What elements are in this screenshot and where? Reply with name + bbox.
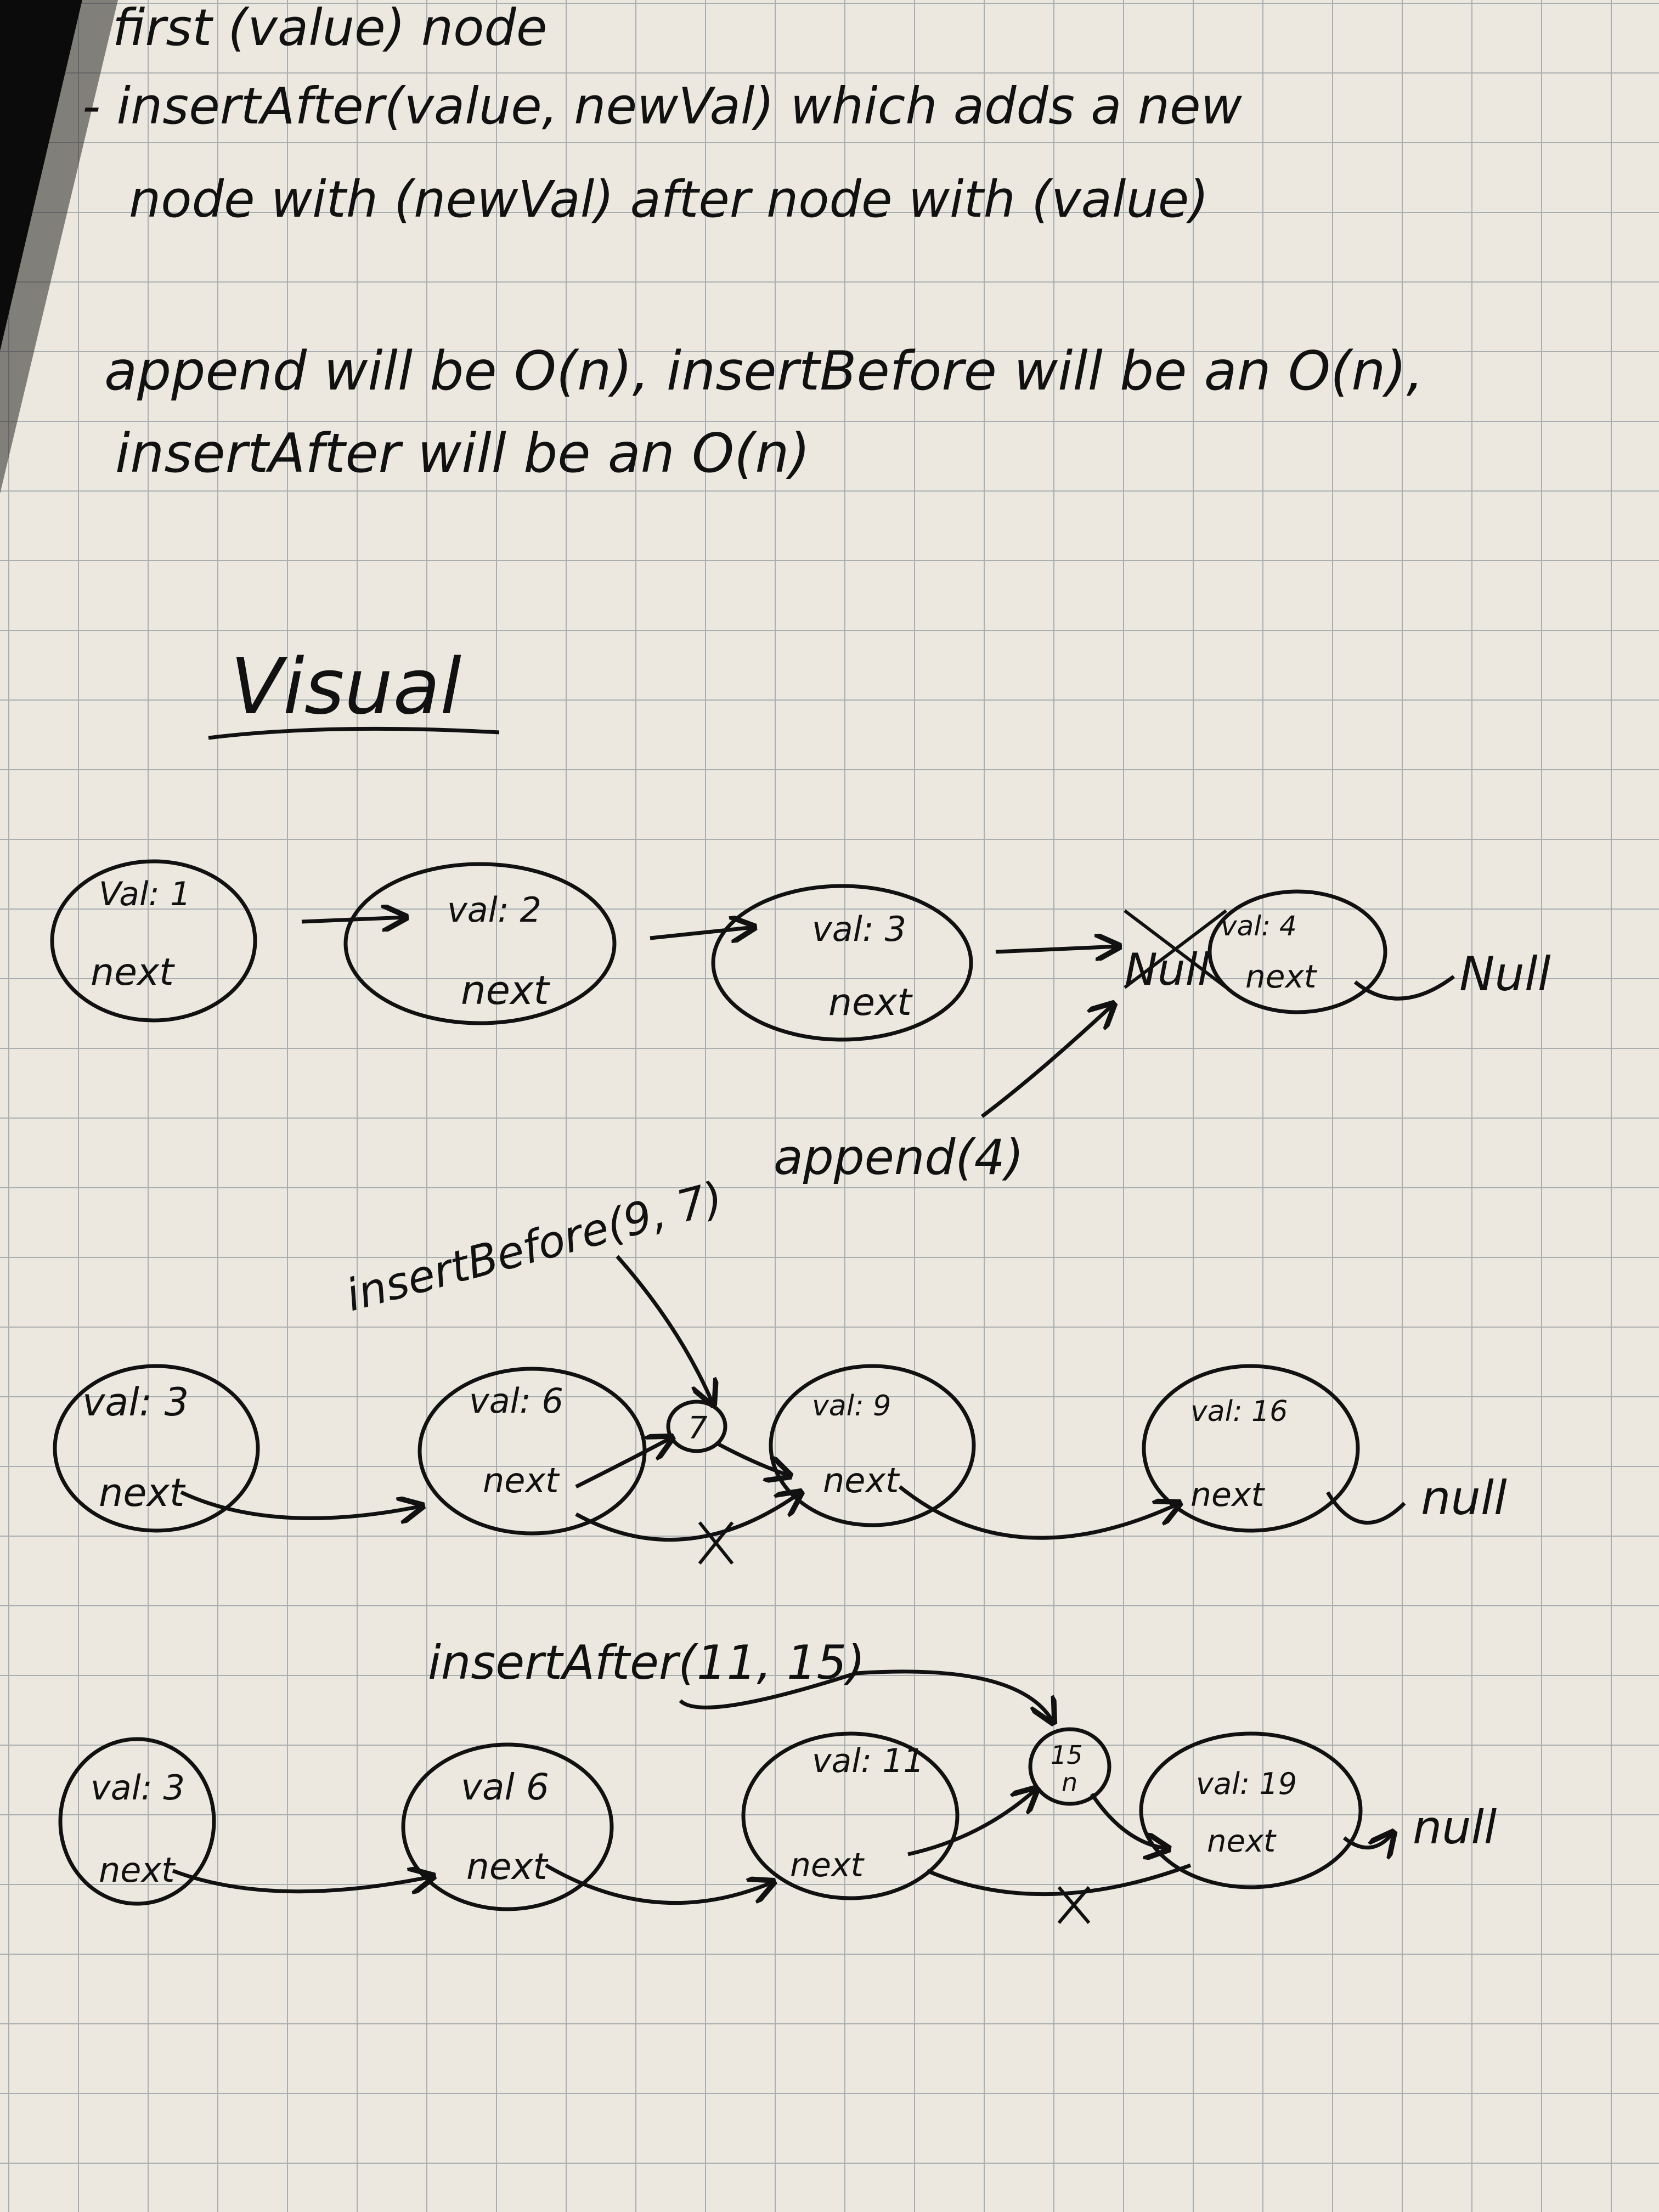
node-circle xyxy=(769,1364,976,1527)
link xyxy=(898,1485,1180,1540)
insert-before-row xyxy=(53,1255,1406,1542)
tail-link xyxy=(1342,1832,1393,1848)
insert-after-row xyxy=(58,1669,1393,1911)
node-next: next xyxy=(828,981,913,1024)
node-next: next xyxy=(99,1470,186,1515)
arrow xyxy=(650,927,754,938)
node-val: val: 3 xyxy=(812,909,906,949)
label-arrow xyxy=(616,1255,713,1404)
link xyxy=(545,1863,774,1905)
node-val: val: 9 xyxy=(812,1390,891,1423)
node-val: val: 2 xyxy=(447,890,541,930)
node-next: next xyxy=(466,1846,548,1888)
link xyxy=(907,1788,1037,1857)
node-circle xyxy=(741,1731,960,1900)
note-line-1: first (value) node xyxy=(112,0,547,57)
node-val: val: 16 xyxy=(1190,1395,1288,1428)
node-next: next xyxy=(823,1460,900,1500)
node-next: next xyxy=(461,967,551,1013)
note-line-2: - insertAfter(value, newVal) which adds … xyxy=(82,77,1243,136)
node-val: val: 19 xyxy=(1196,1767,1297,1801)
node-next: next xyxy=(483,1460,560,1500)
op-label-append: append(4) xyxy=(774,1129,1024,1186)
node-next: next xyxy=(790,1846,865,1884)
tail-null: Null xyxy=(1459,947,1551,1002)
node-val: val: 3 xyxy=(91,1768,185,1808)
node-circle xyxy=(1028,1727,1111,1806)
label-arrow xyxy=(679,1669,1053,1723)
old-link-removed xyxy=(926,1863,1192,1897)
node-next: next xyxy=(99,1850,176,1890)
node-val: val: 4 xyxy=(1221,910,1297,942)
node-val: val 6 xyxy=(461,1766,549,1808)
node-val: Val: 1 xyxy=(99,875,191,913)
link xyxy=(172,1871,433,1892)
node-next: next xyxy=(1207,1824,1277,1859)
append-row xyxy=(50,859,1455,1118)
node-circle xyxy=(58,1737,216,1906)
node-circle xyxy=(666,1400,727,1453)
new-node-next: n xyxy=(1062,1768,1077,1797)
crossed-null: Null xyxy=(1125,944,1210,995)
link xyxy=(1090,1793,1169,1849)
node-val: val: 6 xyxy=(469,1381,563,1421)
node-circle xyxy=(401,1742,614,1911)
old-link-removed xyxy=(575,1492,801,1542)
node-circle xyxy=(1207,889,1387,1014)
node-val: val: 11 xyxy=(812,1742,924,1780)
tail-null: null xyxy=(1421,1471,1507,1526)
note-line-5: insertAfter will be an O(n) xyxy=(115,422,810,485)
note-line-3: node with (newVal) after node with (valu… xyxy=(129,170,1209,229)
node-val: val: 3 xyxy=(82,1380,189,1425)
link xyxy=(180,1490,422,1518)
node-circle xyxy=(53,1364,260,1533)
new-node-val: 7 xyxy=(688,1410,708,1446)
op-label-insert-after: insertAfter(11, 15) xyxy=(428,1635,865,1690)
node-circle xyxy=(1139,1731,1363,1889)
arrow xyxy=(995,946,1119,952)
arrow xyxy=(301,917,406,922)
strike-old-link xyxy=(698,1521,734,1565)
strike-old-link xyxy=(1057,1886,1091,1924)
corner-shadow-soft xyxy=(0,0,118,494)
heading-underline xyxy=(208,726,500,740)
note-line-4: append will be O(n), insertBefore will b… xyxy=(104,340,1424,403)
new-node-val: 15 xyxy=(1051,1740,1083,1770)
node-next: next xyxy=(1245,958,1318,995)
link xyxy=(715,1441,790,1476)
tail-link xyxy=(1353,975,1455,1001)
node-circle xyxy=(343,862,617,1025)
node-circle xyxy=(1142,1364,1360,1533)
node-circle xyxy=(711,884,973,1042)
strike-null xyxy=(1124,909,1227,989)
tail-link xyxy=(1325,1491,1406,1525)
tail-null: null xyxy=(1413,1801,1497,1854)
link xyxy=(575,1437,672,1489)
node-next: next xyxy=(91,951,175,994)
node-next: next xyxy=(1190,1476,1265,1514)
append-arrow xyxy=(980,1004,1114,1118)
heading-visual: Visual xyxy=(230,642,461,732)
node-circle xyxy=(50,859,257,1023)
